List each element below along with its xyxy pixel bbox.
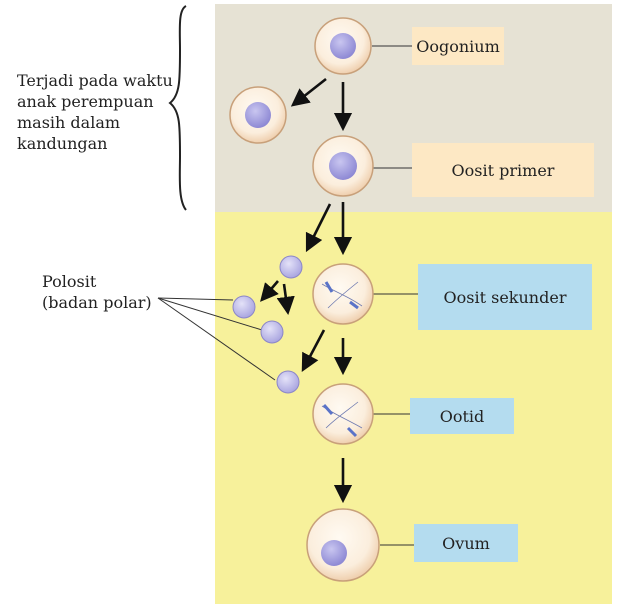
polar-body bbox=[279, 255, 303, 279]
arrow bbox=[305, 203, 332, 253]
arrow bbox=[276, 283, 295, 316]
polar-body bbox=[260, 320, 284, 344]
polosit-title: Polosit bbox=[42, 272, 97, 291]
oosit-sekunder-cell bbox=[312, 263, 374, 325]
oosit-primer-cell bbox=[312, 135, 374, 197]
label-oosit-primer: Oosit primer bbox=[412, 143, 594, 197]
arrow bbox=[301, 329, 326, 373]
label-ovum: Ovum bbox=[414, 524, 518, 562]
brace bbox=[168, 5, 187, 211]
polosit-pointer bbox=[157, 297, 276, 381]
oogonium-daughter-cell bbox=[229, 86, 287, 144]
prenatal-note-line: anak perempuan bbox=[17, 92, 154, 111]
prenatal-note-line: Terjadi pada waktu bbox=[17, 71, 173, 90]
polar-body bbox=[232, 295, 256, 319]
label-oogonium: Oogonium bbox=[412, 27, 504, 65]
ootid-cell bbox=[312, 383, 374, 445]
polosit-pointer bbox=[157, 297, 263, 331]
arrow bbox=[290, 77, 327, 107]
label-ootid: Ootid bbox=[410, 398, 514, 434]
oogonium-cell bbox=[314, 17, 372, 75]
polar-body bbox=[276, 370, 300, 394]
arrow bbox=[260, 280, 279, 302]
label-oosit-sekunder: Oosit sekunder bbox=[418, 264, 592, 330]
polosit-subtitle: (badan polar) bbox=[42, 293, 152, 312]
prenatal-note-line: kandungan bbox=[17, 134, 108, 153]
polosit-note: Polosit (badan polar) bbox=[42, 271, 152, 313]
polosit-pointer bbox=[157, 297, 234, 301]
prenatal-note-line: masih dalam bbox=[17, 113, 121, 132]
prenatal-note: Terjadi pada waktu anak perempuan masih … bbox=[17, 70, 173, 154]
ovum-cell bbox=[306, 508, 380, 582]
